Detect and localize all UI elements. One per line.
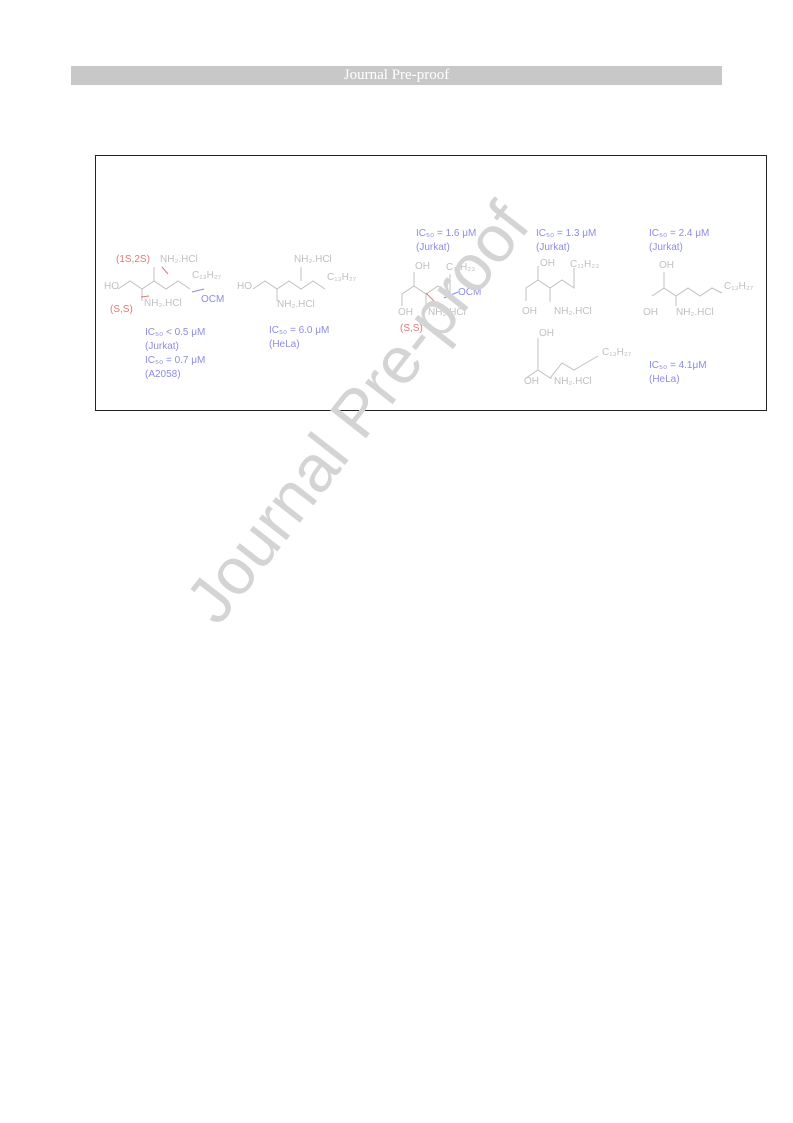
- compound3-ocm-label: OCM: [458, 287, 481, 298]
- compound1-config-label: (1S,2S): [116, 254, 150, 265]
- compound6-chain: C₁₃H₂₇: [602, 347, 632, 358]
- journal-header-banner: Journal Pre-proof: [71, 66, 722, 85]
- compound3-chain: C₁₁H₂₃: [446, 262, 475, 273]
- compound3-nh2: NH₂.HCl: [428, 307, 466, 318]
- compound2-backbone: [252, 280, 326, 290]
- compound6-backbone: [525, 355, 599, 379]
- compound6-nh2: NH₂.HCl: [554, 376, 592, 387]
- compound2-nh2-top: NH₂.HCl: [294, 254, 332, 265]
- compound1-cell-1: (Jurkat): [145, 341, 179, 352]
- compound3-oh-top: OH: [415, 261, 430, 272]
- compound1-ic50-2: IC₅₀ = 0.7 μM: [145, 355, 205, 366]
- compound5-nh2: NH₂.HCl: [676, 307, 714, 318]
- compound1-backbone: [117, 280, 191, 290]
- compound-structures-svg: HO (1S,2S) NH₂.HCl C₁₃H₂₇ (S,S) NH₂.HCl …: [104, 228, 754, 387]
- compound5-backbone: [651, 287, 723, 297]
- compound3-ic50: IC₅₀ = 1.6 μM: [416, 228, 476, 239]
- compound1-cell-2: (A2058): [145, 369, 181, 380]
- compound6-cell: (HeLa): [649, 374, 680, 385]
- compound5-ic50: IC₅₀ = 2.4 μM: [649, 228, 709, 239]
- compound2-oh-label: HO: [237, 281, 252, 292]
- compound6-ic50: IC₅₀ = 4.1μM: [649, 360, 707, 371]
- compound1-nh2-top: NH₂.HCl: [160, 254, 198, 265]
- compound4-ic50: IC₅₀ = 1.3 μM: [536, 228, 596, 239]
- compound4-nh2: NH₂.HCl: [554, 306, 592, 317]
- compound3-cell: (Jurkat): [416, 242, 450, 253]
- compound1-nh2-bottom: NH₂.HCl: [144, 298, 182, 309]
- compound6-oh-bottom: OH: [524, 376, 539, 387]
- compound4-cell: (Jurkat): [536, 242, 570, 253]
- compound1-ic50-1: IC₅₀ < 0.5 μM: [145, 327, 205, 338]
- compound5-cell: (Jurkat): [649, 242, 683, 253]
- graphical-abstract-figure: HO (1S,2S) NH₂.HCl C₁₃H₂₇ (S,S) NH₂.HCl …: [95, 155, 767, 411]
- compound5-chain: C₁₃H₂₇: [724, 281, 754, 292]
- compound1-chain: C₁₃H₂₇: [192, 270, 222, 281]
- compound5-oh-bottom: OH: [643, 307, 658, 318]
- compound2-ic50: IC₅₀ = 6.0 μM: [269, 325, 329, 336]
- compound4-oh-bottom: OH: [522, 306, 537, 317]
- compound2-nh2-bottom: NH₂.HCl: [277, 299, 315, 310]
- compound4-oh-top: OH: [540, 258, 555, 269]
- compound1-ocm-label: OCM: [201, 294, 224, 305]
- compound5-oh-top: OH: [659, 260, 674, 271]
- compound4-chain: C₁₁H₂₃: [570, 259, 599, 270]
- compound2-cell: (HeLa): [269, 339, 300, 350]
- compound3-stereo-label: (S,S): [400, 323, 423, 334]
- compound2-chain: C₁₃H₂₇: [327, 272, 357, 283]
- compound3-oh-bottom: OH: [398, 307, 413, 318]
- compound6-oh-top: OH: [539, 328, 554, 339]
- compound1-stereo-label: (S,S): [110, 304, 133, 315]
- compound1-oh-label: HO: [104, 281, 119, 292]
